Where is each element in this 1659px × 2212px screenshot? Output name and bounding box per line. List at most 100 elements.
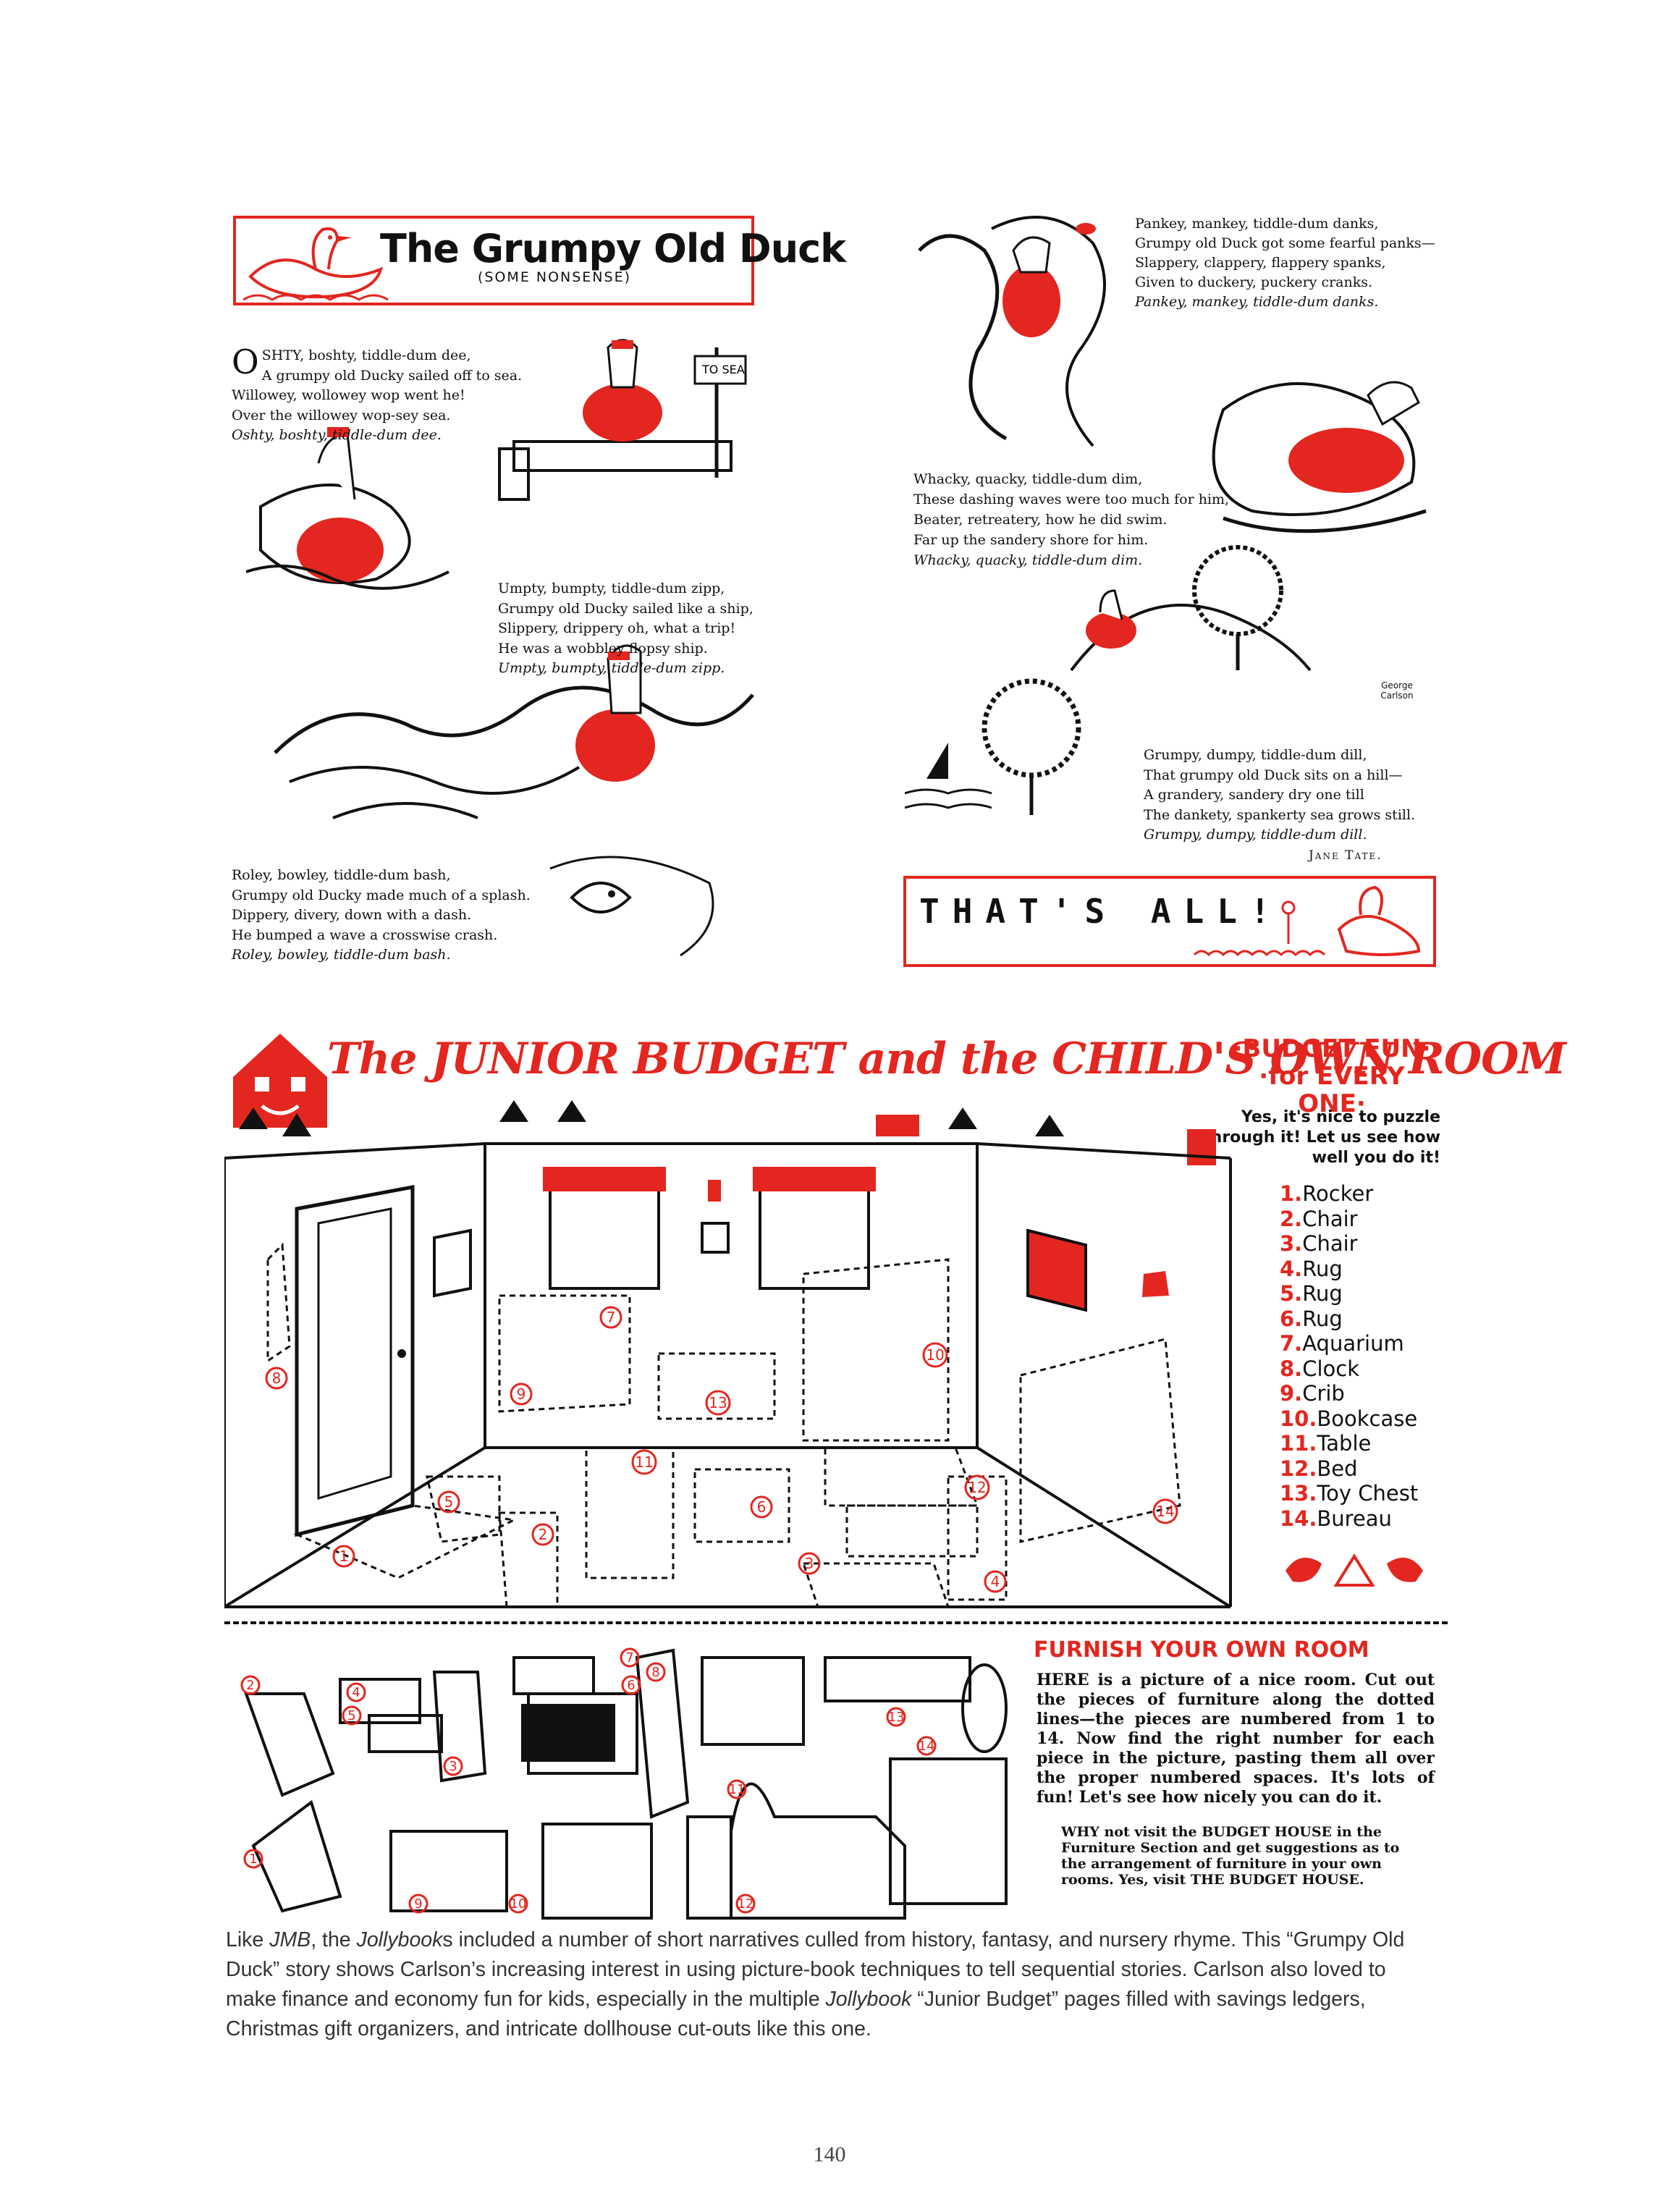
duck-story-subtitle: (SOME NONSENSE) [478, 269, 632, 285]
red-ornament-icon [1286, 1553, 1423, 1587]
list-item: 3.Chair [1280, 1231, 1358, 1256]
verse-line: Grumpy old Duck got some fearful panks— [1135, 235, 1435, 251]
list-item: 1.Rocker [1280, 1181, 1374, 1206]
verse-line: Grumpy, dumpy, tiddle-dum dill, [1144, 747, 1367, 763]
room-marker-4: 4 [991, 1573, 1000, 1590]
thats-all-frame [903, 876, 1436, 967]
verse-line: These dashing waves were too much for hi… [913, 491, 1230, 507]
duck-story-title: The Grumpy Old Duck [380, 226, 846, 271]
svg-text:12: 12 [738, 1896, 754, 1912]
room-marker-14: 14 [1156, 1503, 1174, 1520]
page-number: 140 [813, 2143, 846, 2166]
svg-text:2: 2 [246, 1678, 254, 1693]
room-marker-12: 12 [968, 1479, 986, 1496]
junior-budget-title: The JUNIOR BUDGET and the CHILD'S OWN RO… [327, 1034, 1566, 1084]
verse-line: Far up the sandery shore for him. [913, 532, 1149, 548]
list-item: 7.Aquarium [1280, 1331, 1404, 1356]
verse-line: The dankety, spankerty sea grows still. [1144, 806, 1416, 823]
verse-refrain: Oshty, boshty, tiddle-dum dee. [232, 427, 442, 443]
verse-line: A grandery, sandery dry one till [1144, 787, 1364, 803]
caption-text: “Junior Budget” pages filled with saving… [226, 1988, 1366, 2040]
svg-text:8: 8 [651, 1665, 659, 1680]
budget-fun-title: ·BUDGET FUN· ·for EVERY ONE· [1233, 1034, 1431, 1118]
caption-text: , the [311, 1928, 357, 1951]
verse-line: Dippery, divery, down with a dash. [232, 907, 472, 923]
room-marker-8: 8 [272, 1369, 282, 1387]
list-item: 12.Bed [1280, 1456, 1358, 1481]
caption-italic: Jollybook [356, 1928, 443, 1951]
list-item: 6.Rug [1280, 1306, 1343, 1331]
room-marker-6: 6 [757, 1498, 767, 1516]
verse-1-dropcap: O [232, 342, 259, 381]
svg-text:4: 4 [352, 1685, 360, 1700]
room-marker-7: 7 [607, 1309, 616, 1326]
list-item: 4.Rug [1280, 1256, 1343, 1281]
room-cutout-drawing: 1 2 3 4 5 6 7 8 9 10 11 12 13 14 [224, 1100, 1232, 1608]
verse-line: He was a wobbley flopsy ship. [498, 640, 708, 657]
verse-4: Pankey, mankey, tiddle-dum danks, Grumpy… [1135, 214, 1435, 312]
svg-text:9: 9 [414, 1896, 422, 1912]
room-marker-11: 11 [635, 1453, 653, 1471]
verse-line: Pankey, mankey, tiddle-dum danks, [1135, 216, 1379, 232]
author-credit: Jane Tate. [1309, 848, 1382, 863]
verse-line: That grumpy old Duck sits on a hill— [1144, 767, 1403, 783]
svg-text:11: 11 [729, 1782, 746, 1797]
list-item: 9.Crib [1280, 1381, 1345, 1406]
list-item: 5.Rug [1280, 1281, 1343, 1306]
list-item: 8.Clock [1280, 1356, 1359, 1381]
room-marker-3: 3 [805, 1555, 814, 1572]
verse-line: Roley, bowley, tiddle-dum bash, [232, 867, 451, 883]
duck-right-page-illustrations [905, 216, 1427, 815]
verse-refrain: Whacky, quacky, tiddle-dum dim. [913, 552, 1143, 568]
list-item: 11.Table [1280, 1431, 1372, 1456]
verse-line: Over the willowey wop-sey sea. [232, 407, 451, 423]
verse-2: Umpty, bumpty, tiddle-dum zipp, Grumpy o… [498, 579, 753, 679]
furniture-cutouts: 2 1 4 5 3 7 8 6 9 10 11 12 13 14 [240, 1647, 1008, 1920]
verse-line: A grumpy old Ducky sailed off to sea. [261, 367, 523, 384]
list-item: 10.Bookcase [1280, 1406, 1418, 1431]
list-item: 13.Toy Chest [1280, 1481, 1419, 1506]
caption-text: Like [226, 1928, 270, 1951]
furniture-list: 1.Rocker 2.Chair 3.Chair 4.Rug 5.Rug 6.R… [1280, 1181, 1446, 1531]
verse-refrain: Pankey, mankey, tiddle-dum danks. [1135, 294, 1379, 310]
room-marker-13: 13 [709, 1394, 727, 1411]
list-item: 14.Bureau [1280, 1506, 1392, 1531]
furnish-room-title: FURNISH YOUR OWN ROOM [1034, 1637, 1369, 1663]
svg-text:13: 13 [888, 1710, 905, 1725]
caption-italic: JMB [269, 1928, 311, 1951]
verse-3: Roley, bowley, tiddle-dum bash, Grumpy o… [232, 866, 531, 966]
svg-text:14: 14 [919, 1739, 935, 1754]
cutout-instructions: HERE is a picture of a nice room. Cut ou… [1037, 1671, 1435, 1807]
svg-text:7: 7 [625, 1650, 633, 1666]
verse-line: Given to duckery, puckery cranks. [1135, 274, 1373, 290]
verse-line: Slippery, drippery oh, what a trip! [498, 620, 736, 636]
verse-line: Grumpy old Ducky sailed like a ship, [498, 600, 753, 617]
thats-all-text: THAT'S ALL! [919, 892, 1283, 931]
verse-refrain: Umpty, bumpty, tiddle-dum zipp. [498, 660, 725, 676]
svg-text:3: 3 [449, 1759, 457, 1774]
caption-italic: Jollybook [825, 1988, 912, 2011]
artist-signature: George Carlson [1380, 680, 1414, 701]
verse-5: Whacky, quacky, tiddle-dum dim, These da… [913, 469, 1229, 570]
duck-left-page-illustrations: TO SEA [246, 339, 754, 957]
verse-line: Umpty, bumpty, tiddle-dum zipp, [498, 581, 725, 596]
verse-line: SHTY, boshty, tiddle-dum dee, [261, 347, 471, 363]
svg-text:5: 5 [347, 1708, 355, 1723]
budget-house-note: WHY not visit the BUDGET HOUSE in the Fu… [1061, 1824, 1400, 1888]
verse-6: Grumpy, dumpy, tiddle-dum dill, That gru… [1144, 746, 1415, 845]
page-caption: Like JMB, the Jollybooks included a numb… [226, 1925, 1439, 2044]
room-marker-9: 9 [517, 1385, 526, 1403]
budget-fun-subtitle: Yes, it's nice to puzzle through it! Let… [1203, 1108, 1440, 1167]
duck-title-frame [233, 216, 754, 305]
duck-title-illustration [242, 227, 389, 301]
list-item: 2.Chair [1280, 1206, 1358, 1231]
room-marker-2: 2 [539, 1526, 548, 1543]
verse-line: Slappery, clappery, flappery spanks, [1135, 255, 1386, 271]
svg-text:1: 1 [249, 1852, 257, 1867]
verse-line: He bumped a wave a crosswise crash. [232, 926, 498, 943]
svg-text:6: 6 [627, 1678, 635, 1693]
thats-all-illustration [1193, 885, 1421, 957]
room-marker-10: 10 [926, 1346, 944, 1364]
verse-refrain: Roley, bowley, tiddle-dum bash. [232, 947, 451, 963]
verse-1: O SHTY, boshty, tiddle-dum dee, A grumpy… [232, 342, 523, 446]
